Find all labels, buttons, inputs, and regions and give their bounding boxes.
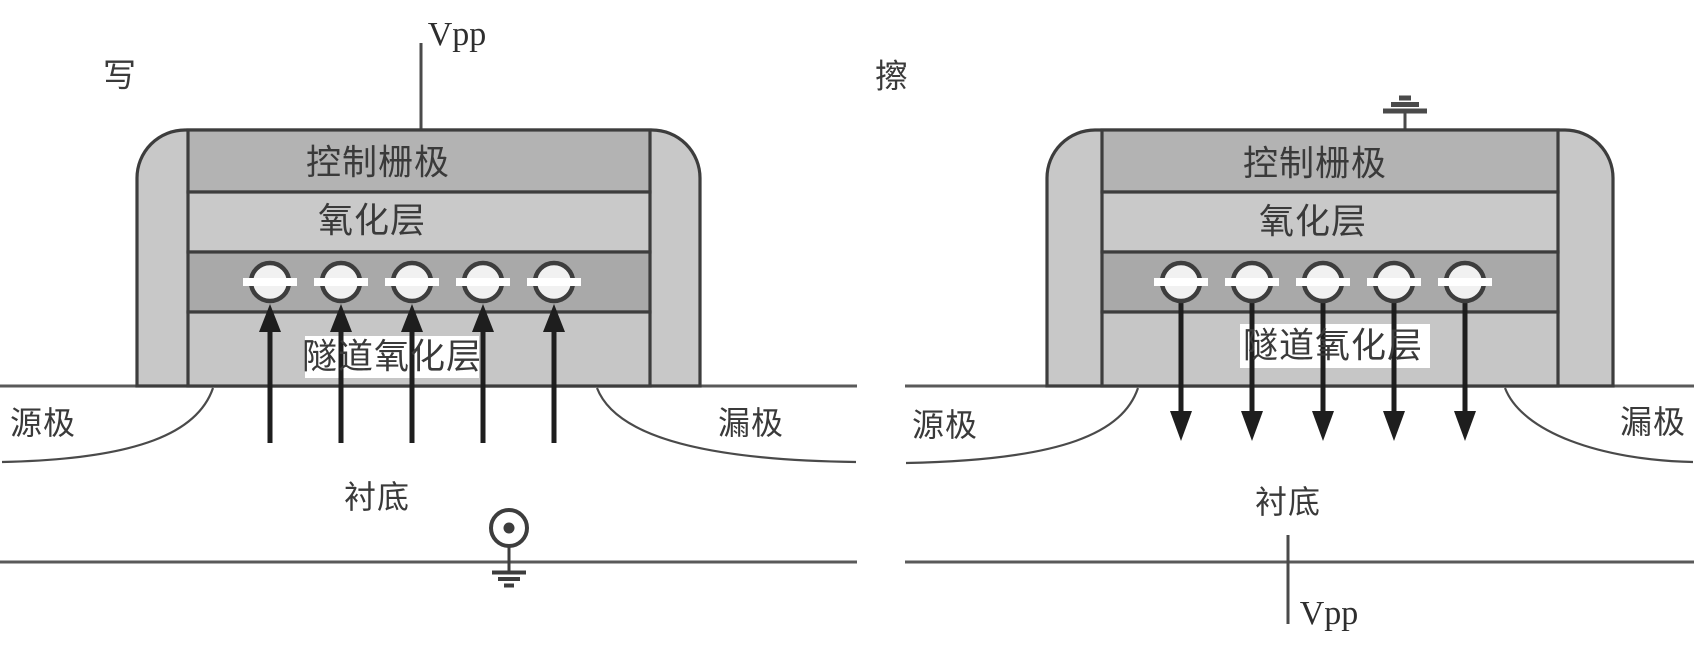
left-floating-gate-electrons bbox=[243, 260, 581, 304]
left-substrate-label: 衬底 bbox=[343, 479, 411, 515]
right-gate-stack bbox=[1045, 128, 1615, 388]
electron-minus-stripe bbox=[527, 278, 581, 286]
electron-down-arrowhead-icon bbox=[1170, 411, 1192, 441]
electron-up-arrow bbox=[551, 329, 557, 443]
right-drain-junction-curve bbox=[1503, 387, 1694, 464]
electron-up-arrow bbox=[338, 329, 344, 443]
electron-up-arrowhead-icon bbox=[472, 304, 494, 332]
right-vpp-label: Vpp bbox=[1299, 595, 1359, 632]
left-tunnel-oxide-label: 隧道氧化层 bbox=[301, 337, 483, 377]
right-operation-label: 擦 bbox=[875, 59, 909, 96]
electron-down-arrowhead-icon bbox=[1383, 411, 1405, 441]
electron-minus-stripe bbox=[456, 278, 510, 286]
left-operation-label: 写 bbox=[103, 58, 137, 95]
left-drain-junction-curve bbox=[595, 387, 857, 464]
right-floating-gate-electrons bbox=[1154, 260, 1492, 304]
left-oxide-label: 氧化层 bbox=[317, 201, 427, 241]
right-substrate-label: 衬底 bbox=[1254, 484, 1322, 520]
left-source-label: 源极 bbox=[9, 405, 77, 441]
ground-icon bbox=[489, 508, 529, 588]
electron-down-arrow bbox=[1462, 303, 1468, 413]
right-source-label: 源极 bbox=[911, 407, 979, 443]
electron-up-arrow bbox=[480, 329, 486, 443]
right-oxide-label: 氧化层 bbox=[1258, 202, 1368, 242]
right-tunnel-label-background bbox=[1240, 324, 1430, 368]
right-source-junction-curve bbox=[905, 387, 1140, 465]
electron-down-arrow bbox=[1249, 303, 1255, 413]
electron-minus-stripe bbox=[314, 278, 368, 286]
electron-minus-stripe bbox=[1225, 278, 1279, 286]
right-control-gate-label: 控制栅极 bbox=[1242, 144, 1388, 184]
gate-ground-icon bbox=[1383, 95, 1427, 130]
left-drain-label: 漏极 bbox=[717, 405, 785, 441]
electron-up-arrowhead-icon bbox=[259, 304, 281, 332]
electron-minus-stripe bbox=[1438, 278, 1492, 286]
left-vpp-label: Vpp bbox=[427, 16, 487, 53]
left-control-gate-label: 控制栅极 bbox=[305, 143, 451, 183]
electron-minus-stripe bbox=[1154, 278, 1208, 286]
left-control-gate-layer bbox=[186, 128, 652, 194]
electron-minus-stripe bbox=[243, 278, 297, 286]
electron-up-arrowhead-icon bbox=[543, 304, 565, 332]
right-drain-label: 漏极 bbox=[1619, 404, 1687, 440]
left-tunnel-label-background bbox=[305, 336, 479, 378]
electron-down-arrowhead-icon bbox=[1241, 411, 1263, 441]
electron-down-arrowhead-icon bbox=[1312, 411, 1334, 441]
electron-down-arrow bbox=[1320, 303, 1326, 413]
right-tunnel-oxide-label: 隧道氧化层 bbox=[1242, 326, 1424, 366]
electron-up-arrow bbox=[409, 329, 415, 443]
electron-up-arrowhead-icon bbox=[401, 304, 423, 332]
electron-minus-stripe bbox=[1296, 278, 1350, 286]
electron-up-arrow bbox=[267, 329, 273, 443]
left-tunneling-arrows bbox=[259, 304, 565, 443]
left-oxide-layer bbox=[186, 190, 652, 254]
electron-down-arrow bbox=[1178, 303, 1184, 413]
right-tunneling-arrows bbox=[1170, 303, 1476, 441]
electron-down-arrow bbox=[1391, 303, 1397, 413]
left-source-junction-curve bbox=[1, 387, 215, 464]
right-control-gate-layer bbox=[1100, 128, 1560, 194]
electron-minus-stripe bbox=[1367, 278, 1421, 286]
electron-down-arrowhead-icon bbox=[1454, 411, 1476, 441]
electron-up-arrowhead-icon bbox=[330, 304, 352, 332]
electron-minus-stripe bbox=[385, 278, 439, 286]
